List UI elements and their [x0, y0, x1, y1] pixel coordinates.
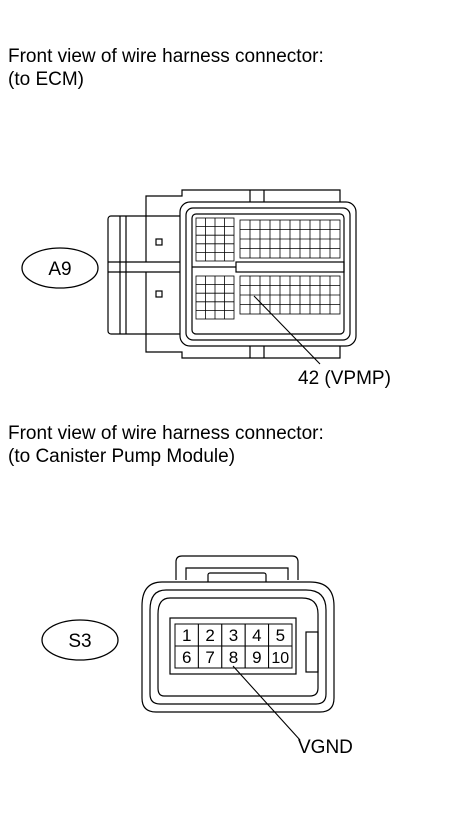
caption-line-2: (to ECM)	[8, 69, 84, 90]
pin-number-6: 6	[182, 648, 191, 667]
pin-number-7: 7	[205, 648, 214, 667]
caption-line-1: Front view of wire harness connector:	[8, 423, 324, 444]
ecm-connector-a9	[107, 189, 357, 359]
pin-cell	[268, 645, 293, 669]
pin-number-1: 1	[182, 626, 191, 645]
pin-callout-text: VGND	[298, 737, 353, 758]
connector-label-a9: A9	[21, 247, 99, 289]
connector-label-text: A9	[48, 259, 71, 280]
ecm-connector-caption: Front view of wire harness connector: (t…	[8, 45, 324, 91]
pin-42-callout: 42 (VPMP)	[253, 295, 391, 389]
connector-label-text: S3	[68, 631, 91, 652]
pin-number-5: 5	[276, 626, 285, 645]
pin-number-2: 2	[205, 626, 214, 645]
pin-number-8: 8	[229, 648, 238, 667]
pin-callout-text: 42 (VPMP)	[298, 368, 391, 389]
caption-line-1: Front view of wire harness connector:	[8, 46, 324, 67]
pin-number-3: 3	[229, 626, 238, 645]
pin-number-9: 9	[252, 648, 261, 667]
pin-8-callout: VGND	[232, 665, 353, 758]
pin-number-10: 10	[271, 650, 289, 667]
caption-line-2: (to Canister Pump Module)	[8, 446, 236, 467]
pin-number-4: 4	[252, 626, 261, 645]
pump-module-connector-caption: Front view of wire harness connector: (t…	[8, 422, 324, 468]
connector-label-s3: S3	[41, 619, 119, 661]
ecm-pin-grid	[195, 217, 341, 320]
